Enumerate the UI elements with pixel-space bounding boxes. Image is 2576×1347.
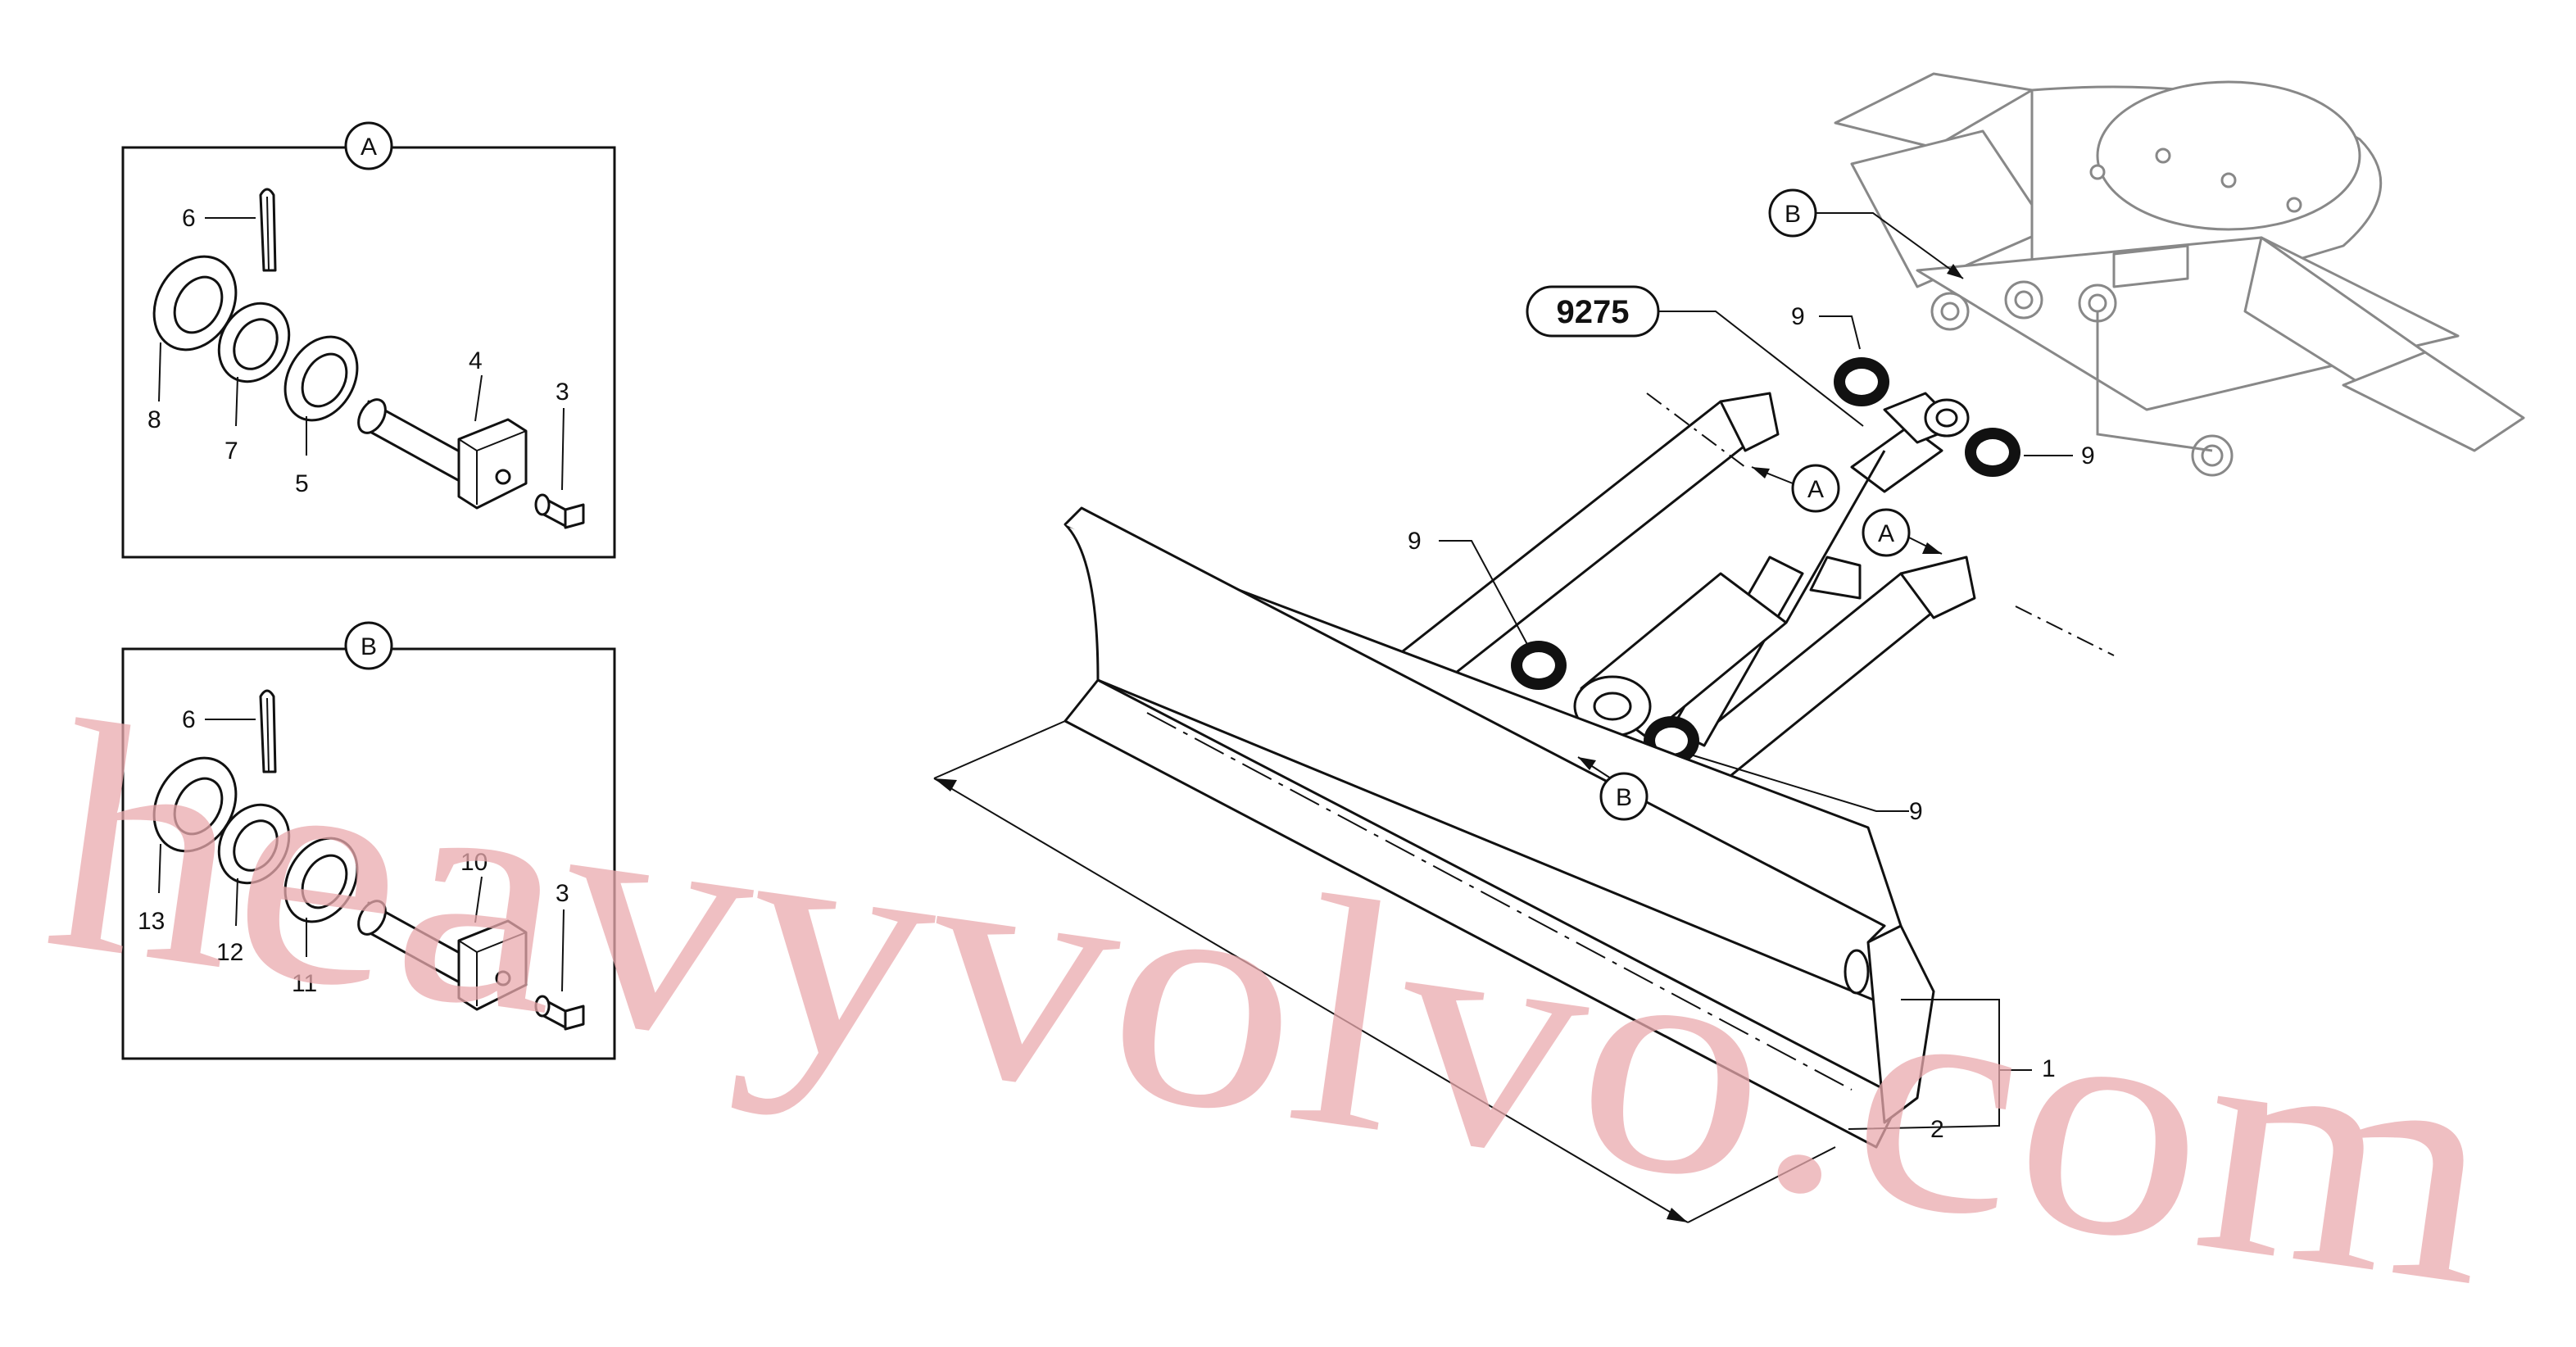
washer-8 — [152, 255, 238, 351]
callout-3-a: 3 — [556, 379, 569, 406]
washer-11 — [283, 837, 359, 923]
detail-a-bubble — [344, 121, 393, 170]
callout-3-b: 3 — [556, 880, 569, 907]
detail-a-id: A — [361, 134, 377, 161]
callout-10: 10 — [460, 849, 488, 876]
callout-2: 2 — [1930, 1116, 1944, 1143]
callout-a-1: A — [1807, 476, 1824, 503]
watermark: heavyvolvo.com — [30, 653, 2515, 1347]
grease-nipple-a — [534, 493, 585, 529]
callout-6-a: 6 — [182, 205, 196, 232]
dimension-line — [933, 720, 1836, 1223]
detail-view-a: A 6 8 7 5 — [121, 121, 616, 559]
washer-13 — [152, 756, 238, 853]
callout-9-mid: 9 — [1408, 528, 1422, 555]
undercarriage-frame — [1834, 72, 2525, 477]
callout-12: 12 — [216, 939, 243, 966]
dozer-blade — [1064, 506, 1935, 1149]
reference-code: 9275 — [1557, 294, 1630, 330]
pin-4 — [357, 398, 528, 510]
callout-9-top-right: 9 — [2081, 442, 2095, 469]
cotter-pin-b — [259, 689, 277, 773]
detail-view-b: B 6 13 12 11 — [121, 621, 616, 1060]
hydraulic-cylinder — [1573, 392, 1970, 739]
callout-1: 1 — [2042, 1055, 2056, 1082]
pin-10 — [357, 900, 528, 1011]
callout-6-b: 6 — [182, 706, 196, 733]
callout-11: 11 — [292, 970, 317, 997]
detail-b-bubble — [344, 621, 393, 670]
washer-5 — [283, 335, 359, 422]
callout-4: 4 — [469, 347, 483, 374]
seal-rings — [1511, 357, 2020, 765]
callout-b-frame: B — [1785, 201, 1801, 228]
callout-b-main: B — [1616, 784, 1632, 811]
main-callouts: 9 9 9 9 1 2 A A B B — [1408, 188, 2095, 1143]
callout-9-top-left: 9 — [1791, 303, 1805, 330]
callout-8: 8 — [147, 406, 161, 433]
washer-12 — [217, 803, 291, 885]
detail-b-id: B — [361, 633, 377, 660]
grease-nipple-b — [534, 995, 585, 1031]
washer-7 — [217, 302, 291, 383]
callout-7: 7 — [224, 438, 238, 465]
callout-9-lower: 9 — [1909, 798, 1923, 825]
cotter-pin — [259, 188, 277, 272]
callout-13: 13 — [138, 908, 165, 935]
reference-badge: 9275 — [1526, 285, 1864, 427]
callout-5: 5 — [295, 470, 309, 497]
callout-a-2: A — [1878, 520, 1894, 547]
